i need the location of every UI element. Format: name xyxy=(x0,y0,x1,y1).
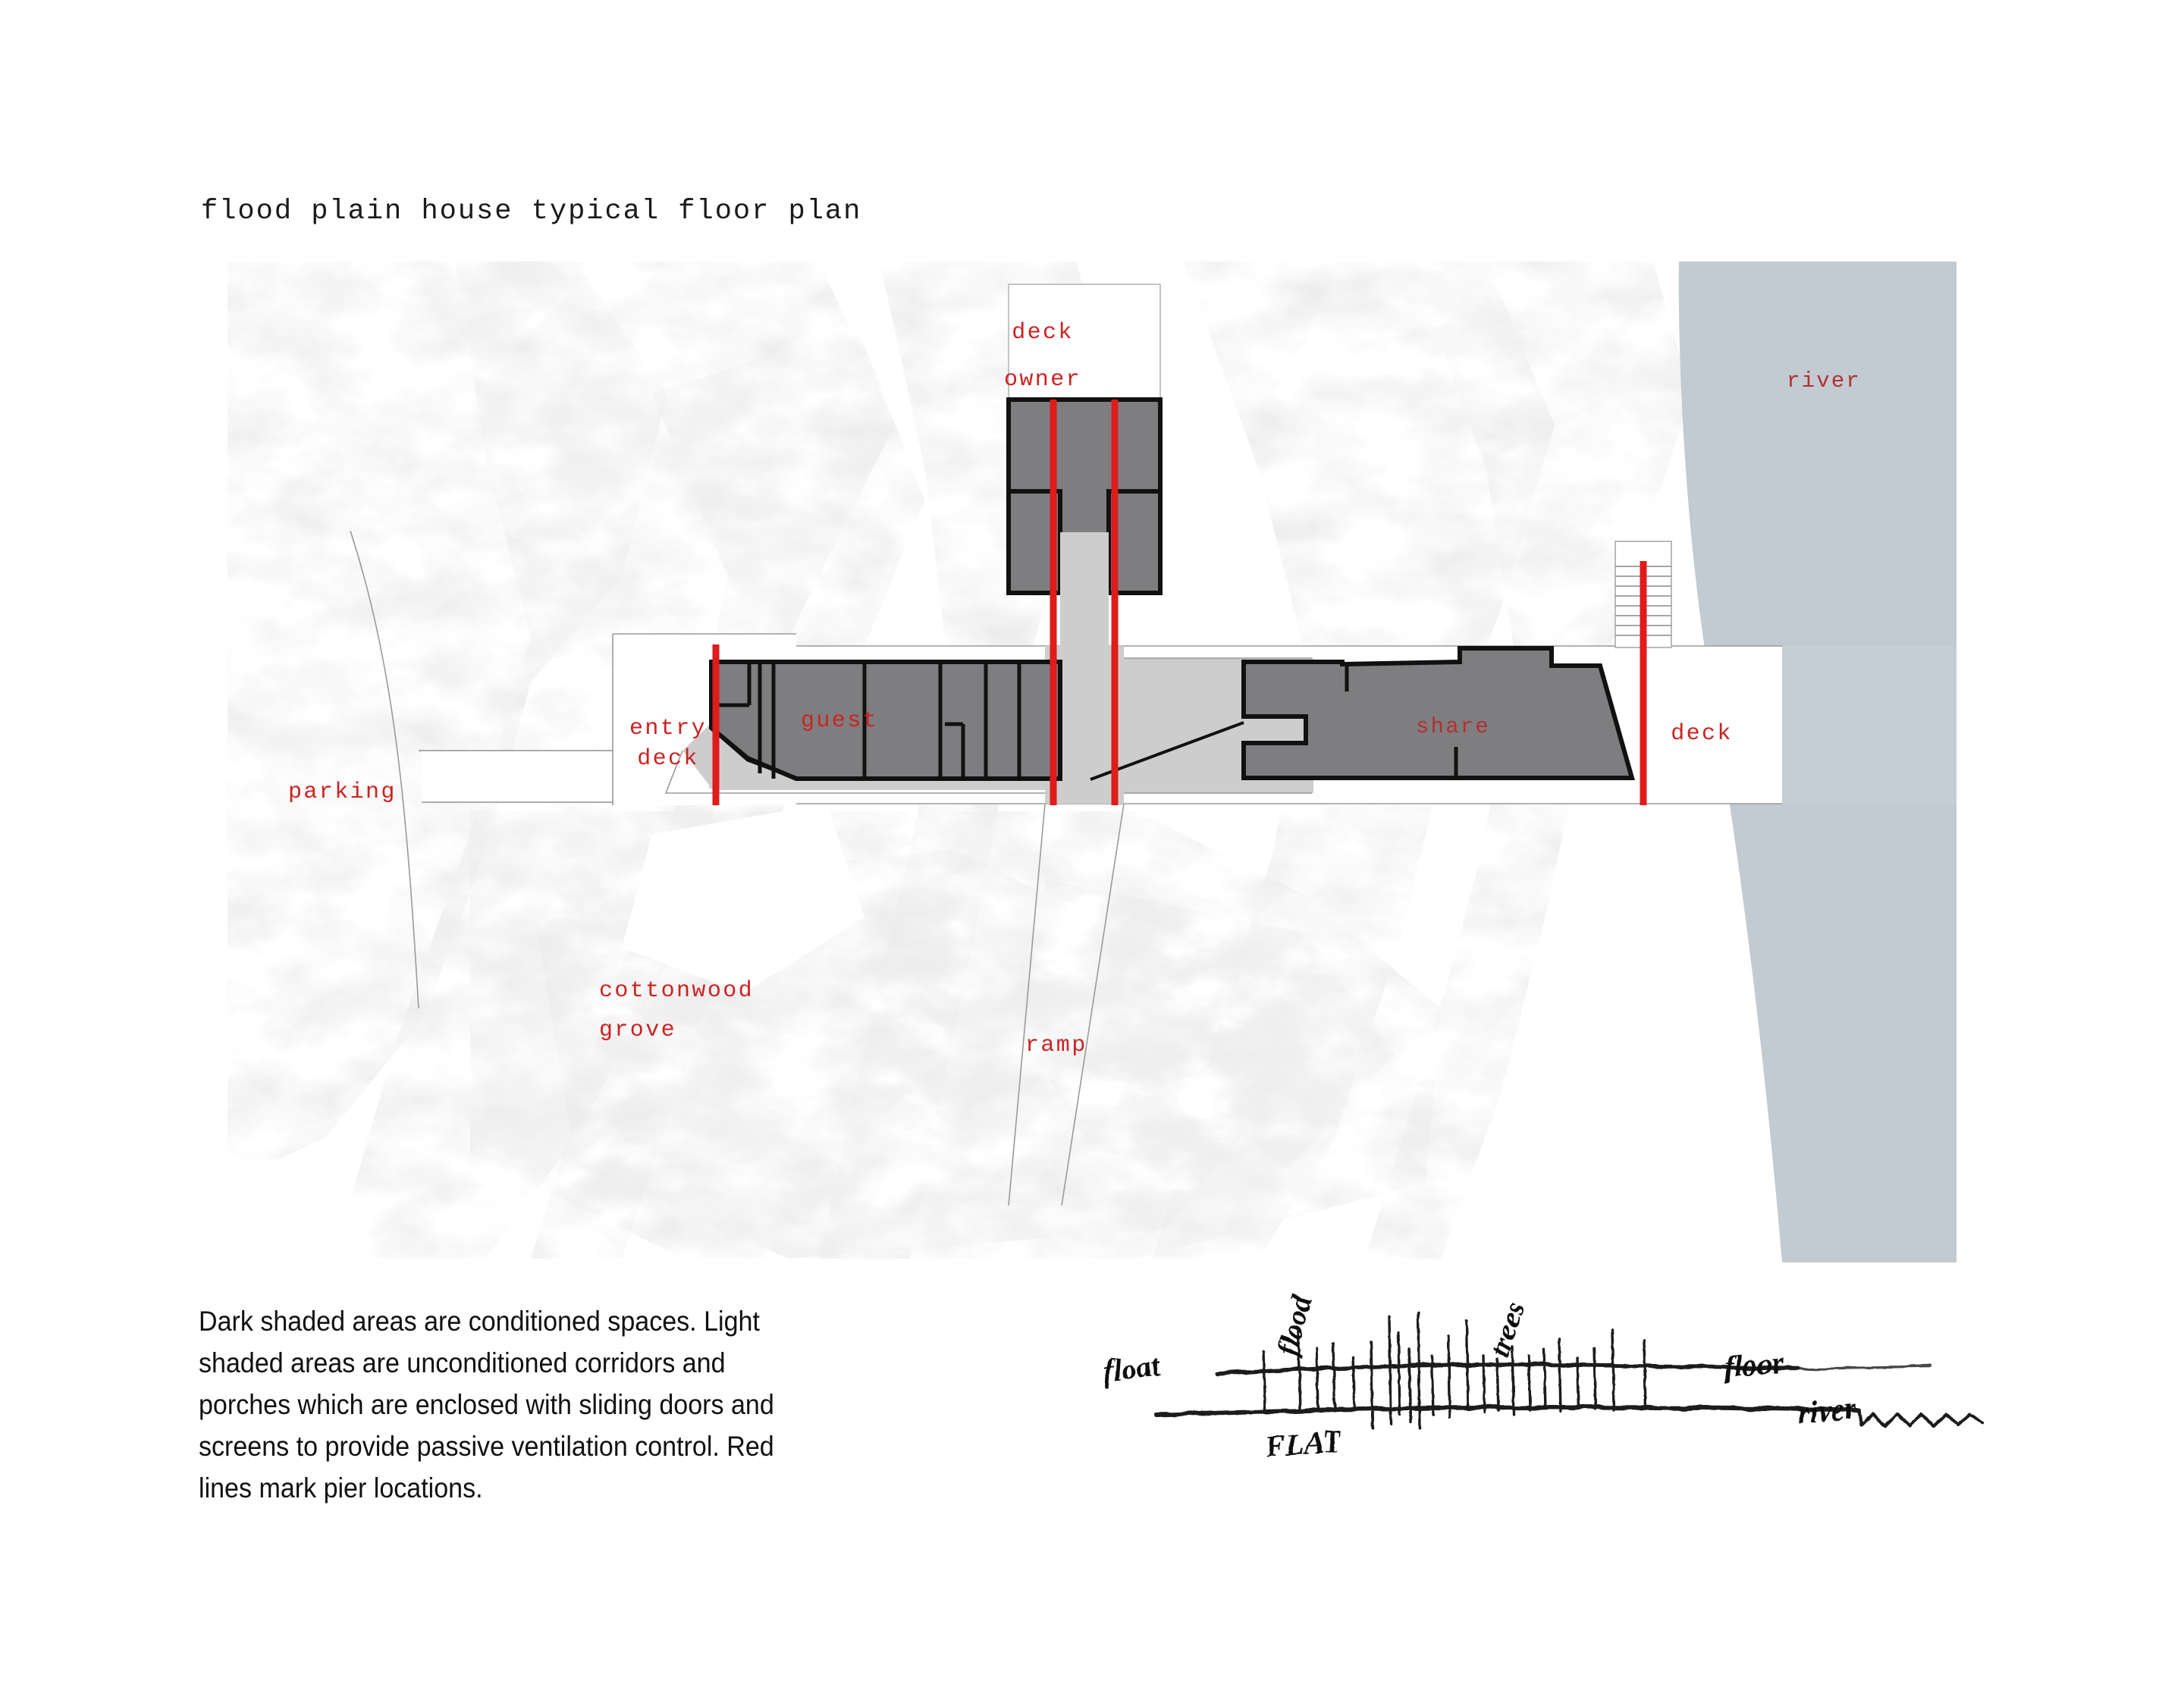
label-guest: guest xyxy=(801,708,878,734)
label-parking: parking xyxy=(288,779,397,805)
share-block xyxy=(1241,646,1635,780)
sketch-pier-sticks xyxy=(1262,1312,1647,1430)
label-entry-deck-line2: deck xyxy=(637,746,699,772)
sketch-annotations: float flood trees FLAT floor river xyxy=(1101,1291,1858,1464)
label-entry-deck-line1: entry xyxy=(629,716,707,742)
owner-wing xyxy=(1006,284,1163,595)
sketch-note-flood: flood xyxy=(1271,1291,1319,1359)
guest-block xyxy=(709,660,1062,781)
share-wing xyxy=(1241,646,1635,780)
sketch-note-trees: trees xyxy=(1484,1298,1532,1361)
plan-caption: Dark shaded areas are conditioned spaces… xyxy=(199,1306,774,1504)
share-partitions xyxy=(1304,662,1458,778)
ramp-edge-right xyxy=(1061,803,1125,1206)
open-clearing xyxy=(622,804,864,993)
label-river: river xyxy=(1787,368,1861,394)
sketch-note-flat: FLAT xyxy=(1263,1423,1344,1464)
ramp-edge-left xyxy=(1008,803,1046,1206)
label-deck-right: deck xyxy=(1671,721,1733,747)
sketch-note-floor: floor xyxy=(1722,1345,1785,1384)
guest-partitions xyxy=(716,662,1021,779)
label-share: share xyxy=(1416,714,1490,739)
parking-drive xyxy=(350,530,616,1009)
sketch-note-river: river xyxy=(1796,1391,1858,1431)
owner-block-upper xyxy=(1006,397,1163,497)
river-area xyxy=(1678,262,1956,1262)
pier-lines xyxy=(712,400,1647,805)
central-court xyxy=(1090,657,1313,794)
owner-notch xyxy=(1060,531,1109,593)
hand-sketch-section: float flood trees FLAT floor river xyxy=(1101,1291,1985,1464)
page-title: flood plain house typical floor plan xyxy=(201,196,862,227)
sketch-note-float: float xyxy=(1101,1348,1163,1388)
label-cottonwood-line2: grove xyxy=(599,1018,676,1043)
label-ramp: ramp xyxy=(1025,1033,1087,1058)
label-owner: owner xyxy=(1004,367,1081,393)
plan-labels: deck owner river entry deck guest share … xyxy=(288,320,1861,1058)
label-deck-top: deck xyxy=(1012,320,1074,346)
sketch-water-squiggle xyxy=(1857,1408,1985,1428)
label-cottonwood-line1: cottonwood xyxy=(599,978,754,1004)
